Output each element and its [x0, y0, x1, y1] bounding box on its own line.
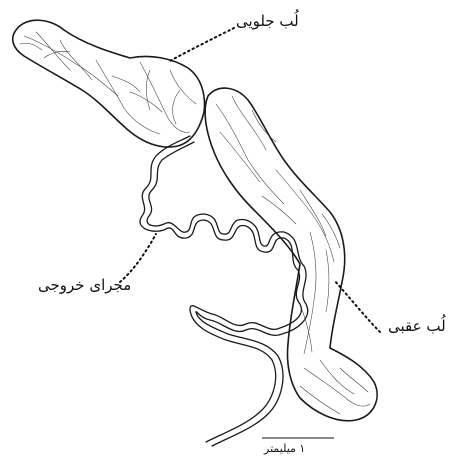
anterior-lobe-label: لُب جلویی: [236, 12, 299, 30]
anterior-lobe: [13, 20, 205, 147]
posterior-lobe: [205, 88, 377, 421]
posterior-lobe-label: لُب عقبی: [388, 317, 446, 335]
leader-line-posterior: [334, 280, 380, 332]
leader-line-duct: [120, 234, 156, 282]
outlet-duct-label: مجرای خروجی: [38, 276, 131, 294]
scale-bar-label: ۱ میلیمتر: [264, 442, 305, 455]
leader-line-anterior: [168, 28, 234, 62]
